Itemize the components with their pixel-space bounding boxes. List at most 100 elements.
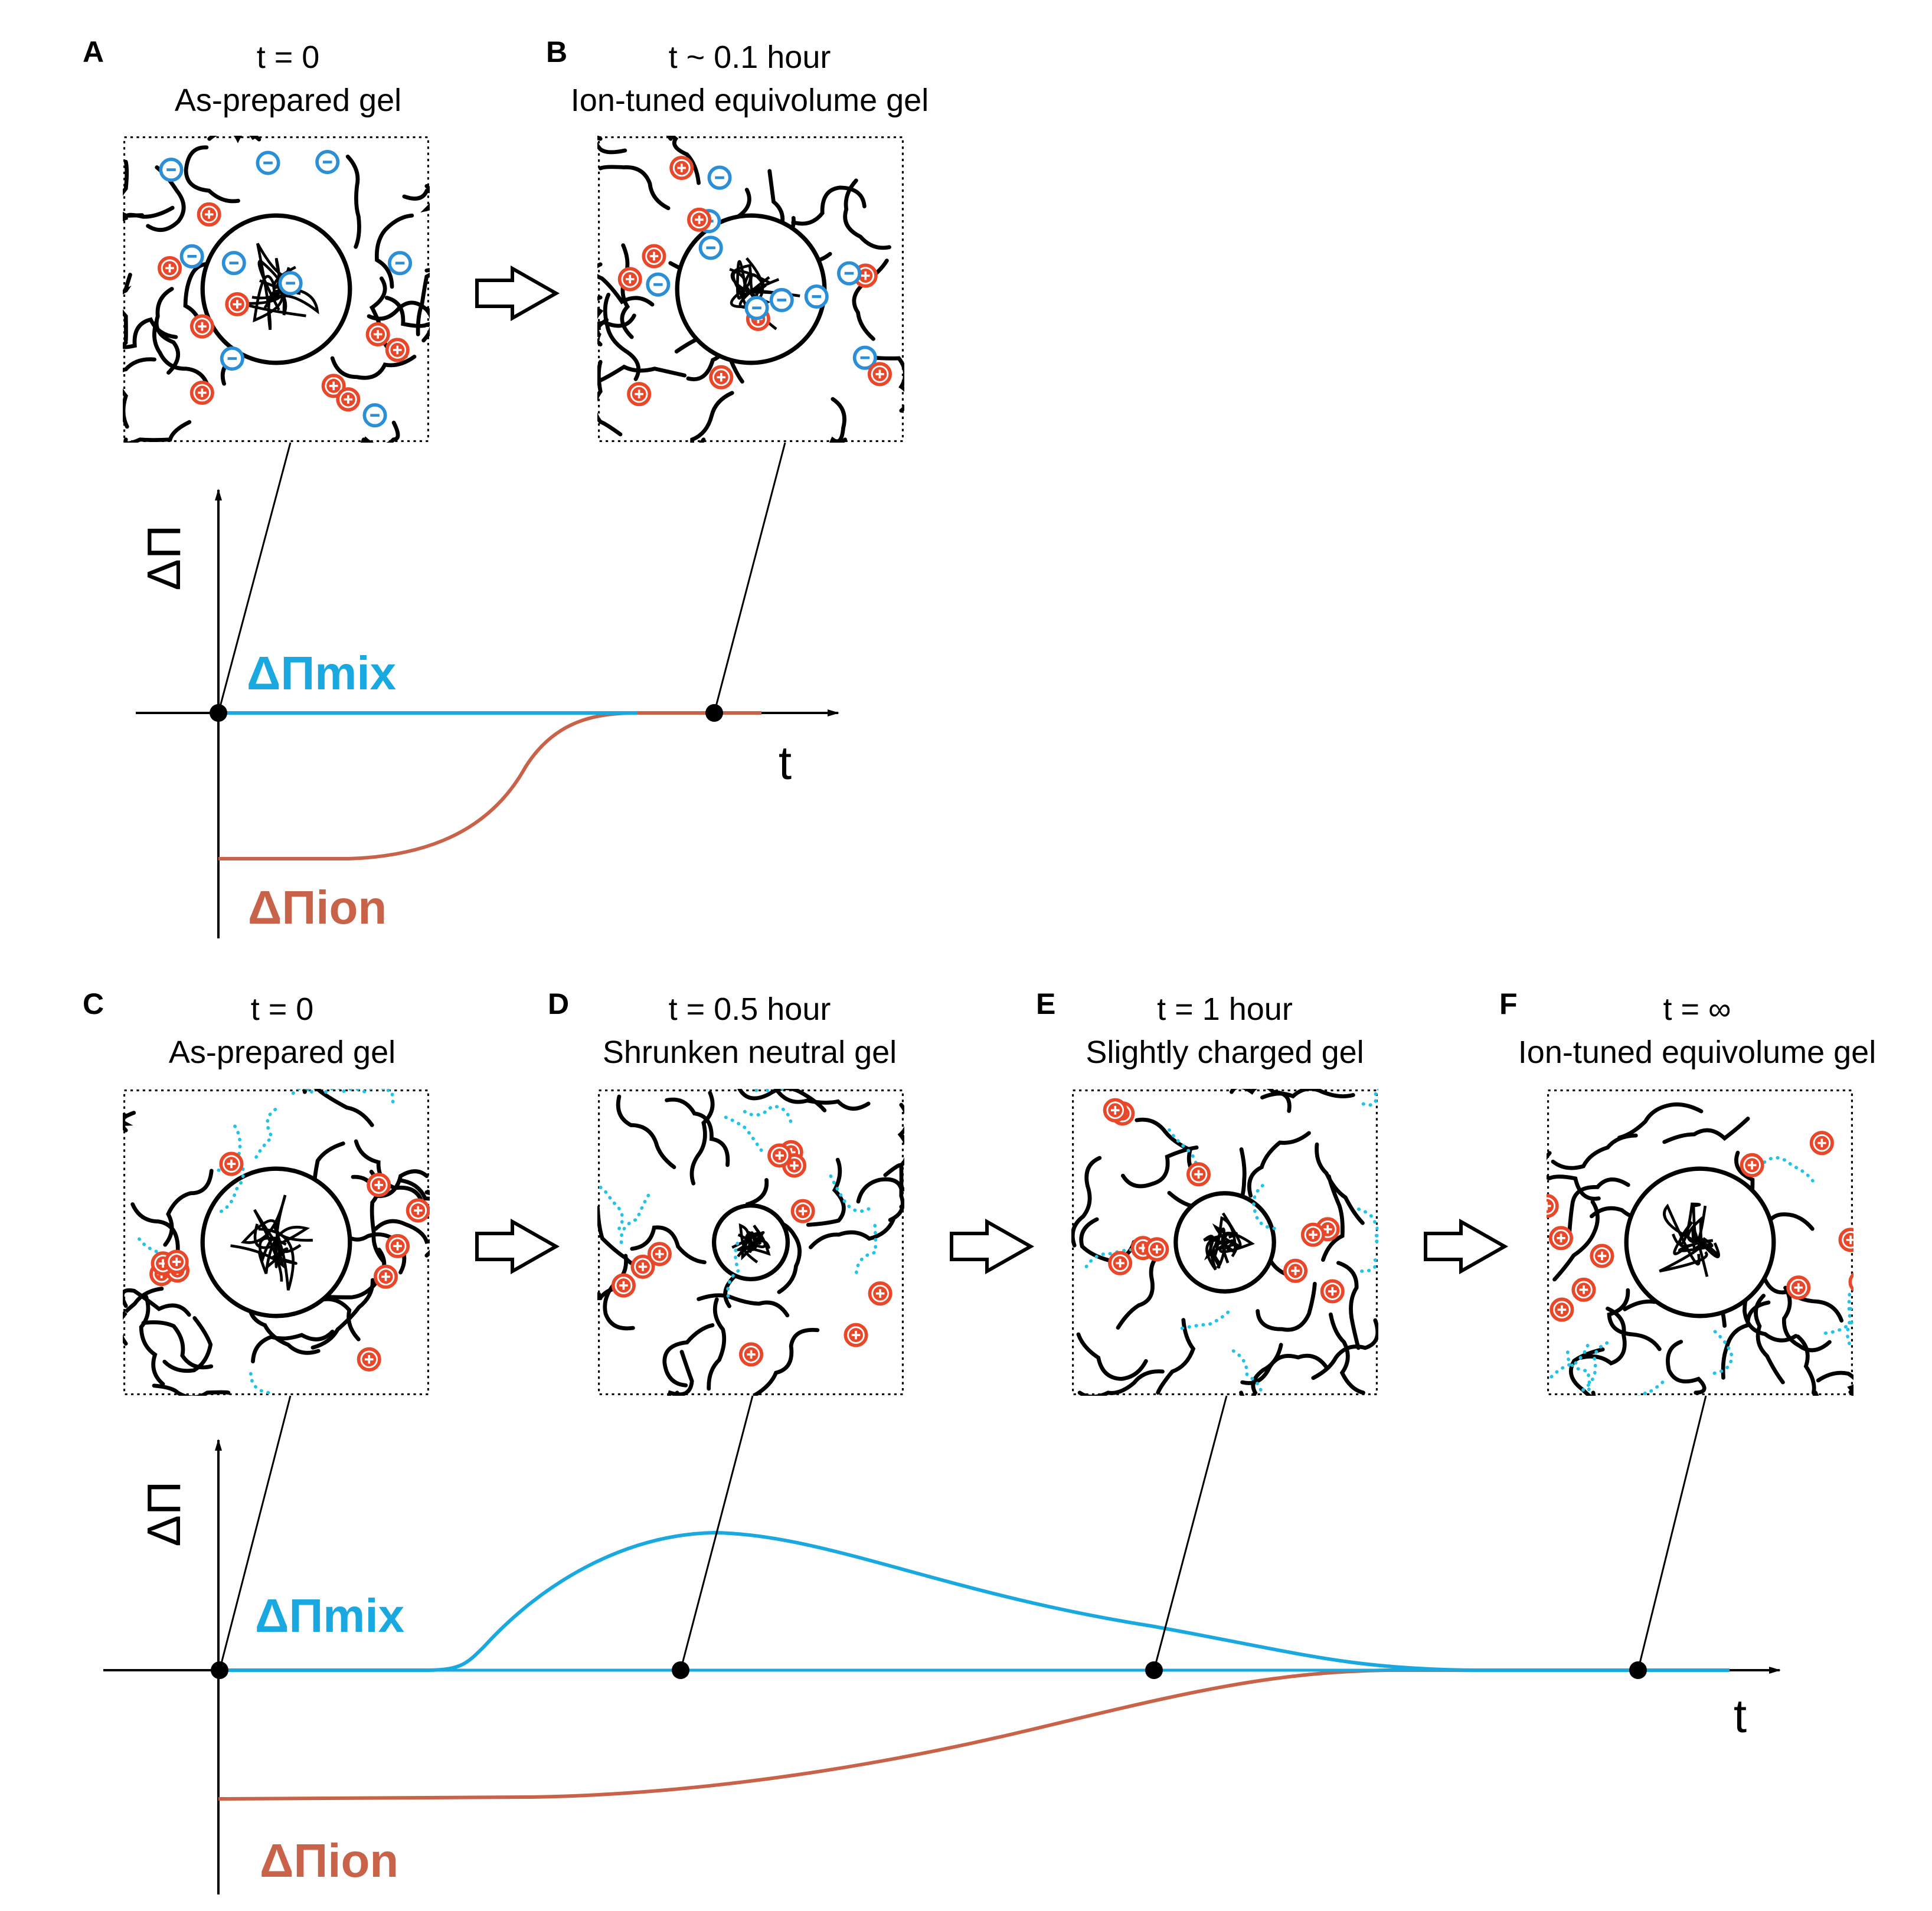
particle-strand xyxy=(1211,1244,1238,1269)
polymer-strand xyxy=(1547,1151,1601,1201)
bond-chain xyxy=(253,1107,277,1161)
ion-curve-bottom xyxy=(218,1668,1730,1801)
cation-marker xyxy=(1848,1272,1853,1292)
plus-sign xyxy=(677,163,687,172)
polymer-strand xyxy=(852,258,889,341)
plus-sign xyxy=(198,388,207,397)
polymer-strand xyxy=(123,273,132,343)
panel-letter-c: C xyxy=(83,987,104,1020)
cation-marker xyxy=(1809,1131,1834,1156)
cation-marker xyxy=(1283,1258,1308,1283)
cation-marker xyxy=(767,1143,792,1168)
plus-sign xyxy=(1597,1251,1607,1261)
anion-marker xyxy=(707,165,732,190)
ion-label-bottom: ΔΠion xyxy=(260,1834,398,1887)
leader-line-e xyxy=(1153,1395,1228,1671)
polymer-strand xyxy=(866,355,904,413)
polymer-strand xyxy=(829,397,848,443)
gel-particle xyxy=(675,213,827,365)
y-axis-label-top: ΔΠ xyxy=(138,525,190,590)
plus-sign xyxy=(861,271,870,280)
polymer-strand xyxy=(1816,1370,1853,1396)
polymer-strand xyxy=(251,1329,335,1364)
anion-marker xyxy=(387,251,413,276)
cation-marker xyxy=(1549,1297,1574,1322)
bond-chain xyxy=(1356,1207,1378,1244)
gel-particle xyxy=(711,1203,790,1282)
process-arrow-de xyxy=(950,1218,1035,1275)
x-axis-label-bottom: t xyxy=(1734,1690,1747,1742)
plus-sign xyxy=(1291,1267,1300,1275)
cation-marker xyxy=(1590,1244,1614,1268)
bond-chain xyxy=(1634,1380,1665,1396)
polymer-strand xyxy=(791,185,867,226)
panel-c-time: t = 0 xyxy=(251,992,314,1027)
bond-chain xyxy=(1180,1306,1234,1330)
bond-chain xyxy=(1710,1330,1734,1376)
polymer-strand xyxy=(1240,1353,1329,1385)
anion-marker xyxy=(278,271,303,296)
bond-chain xyxy=(367,1089,395,1104)
time-marker-b xyxy=(705,704,723,722)
plus-sign xyxy=(1328,1287,1337,1296)
cation-marker xyxy=(868,1281,893,1306)
plot-bottom: ΔΠ t ΔΠmix ΔΠion xyxy=(103,1395,1781,1894)
cation-marker xyxy=(1108,1251,1133,1275)
plus-sign xyxy=(747,1350,756,1359)
polymer-strand xyxy=(776,1089,871,1111)
gel-network-b xyxy=(597,136,904,443)
polymer-strand xyxy=(154,287,181,375)
polymer-strand xyxy=(1662,1117,1750,1144)
polymer-strand xyxy=(1336,1261,1361,1350)
bond-chain xyxy=(1231,1349,1263,1395)
bond-chain xyxy=(619,1193,651,1244)
particle-strand xyxy=(1663,1203,1719,1266)
time-marker-c xyxy=(211,1661,228,1679)
gel-particle xyxy=(200,1166,352,1318)
ion-group xyxy=(611,1140,893,1367)
leader-line-c xyxy=(218,1395,292,1671)
polymer-strand xyxy=(152,1383,231,1396)
cation-marker xyxy=(642,244,666,269)
bond-chain xyxy=(1360,1232,1378,1273)
leader-line-b xyxy=(713,442,786,714)
plus-sign xyxy=(1846,1235,1853,1245)
polymer-strand xyxy=(1552,1199,1600,1282)
polymer-strand xyxy=(753,1327,820,1396)
panel-b: B t ~ 0.1 hour Ion-tuned equivolume gel xyxy=(546,35,929,443)
polymer-strand xyxy=(184,145,240,204)
panel-f-state: Ion-tuned equivolume gel xyxy=(1518,1035,1876,1070)
panel-a-time: t = 0 xyxy=(257,40,320,75)
particle-strand xyxy=(729,260,747,300)
time-marker-d xyxy=(672,1661,689,1679)
particle-strand xyxy=(240,1195,302,1253)
cation-marker xyxy=(790,1199,815,1223)
polymer-strand xyxy=(1315,1142,1365,1225)
anion-marker xyxy=(852,345,877,370)
anion-marker xyxy=(836,261,862,286)
polymer-strand xyxy=(330,355,417,380)
particle-strand xyxy=(1205,1227,1236,1271)
ion-group xyxy=(617,155,892,407)
bond-chain xyxy=(1846,1292,1852,1348)
anion-marker xyxy=(220,346,244,371)
bond-chain xyxy=(249,1372,279,1396)
bond-chain xyxy=(855,1223,878,1274)
plus-sign xyxy=(1579,1285,1588,1294)
polymer-strand xyxy=(883,1102,904,1177)
plus-sign xyxy=(1557,1233,1565,1243)
cation-marker xyxy=(1571,1277,1596,1302)
cation-marker xyxy=(367,1173,391,1197)
polymer-strand xyxy=(1721,1300,1771,1380)
panel-letter-b: B xyxy=(546,35,567,68)
particle-boundary xyxy=(200,213,352,365)
polymer-strand xyxy=(402,184,430,213)
particle-strand xyxy=(741,1232,762,1261)
plus-sign xyxy=(165,264,174,273)
panel-c-state: As-prepared gel xyxy=(169,1035,395,1070)
polymer-strand xyxy=(597,262,655,307)
anion-marker xyxy=(315,149,340,175)
polymer-strand xyxy=(398,1178,430,1201)
panel-b-time: t ~ 0.1 hour xyxy=(669,40,831,75)
polymer-strand xyxy=(603,1254,635,1331)
